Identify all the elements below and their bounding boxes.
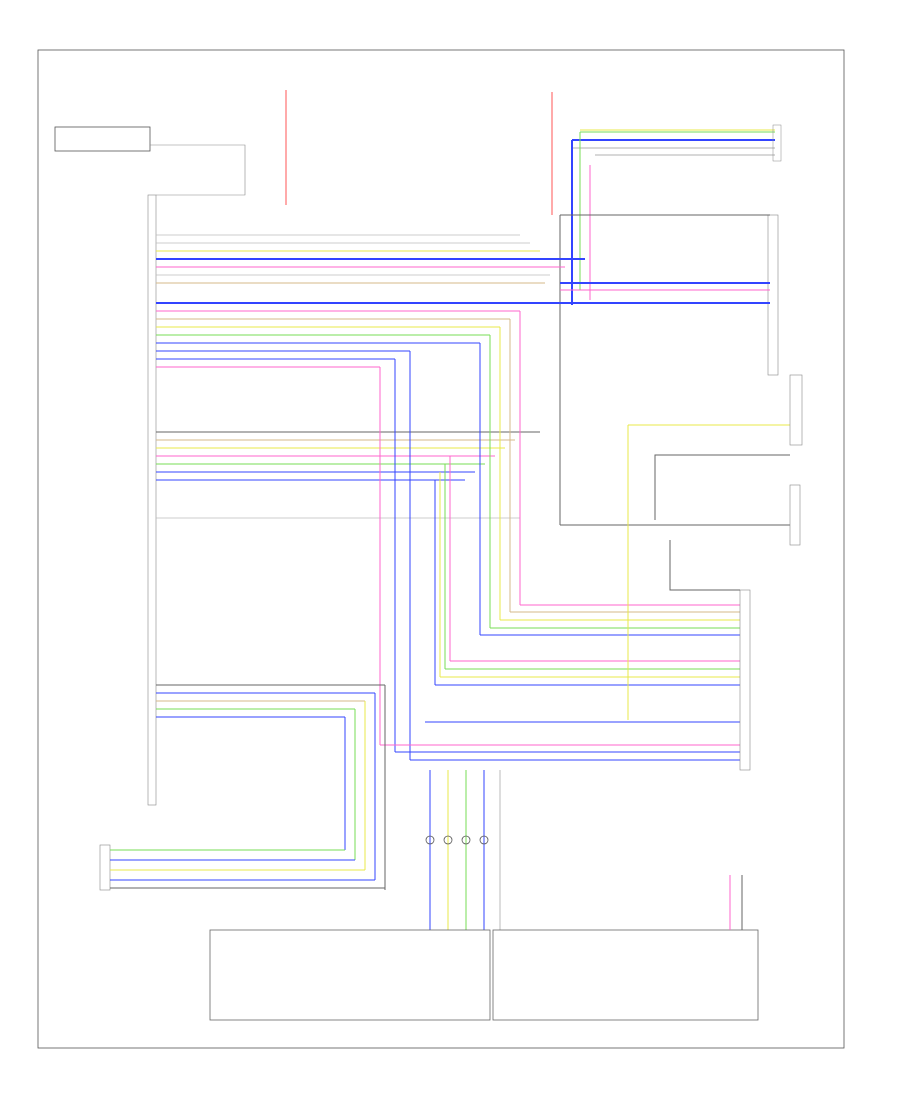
switch-box-right <box>492 929 759 1021</box>
top-left-component <box>54 126 151 152</box>
main-module-box <box>147 194 157 806</box>
lower-left-module-wires <box>110 849 385 889</box>
mid-right-module-top <box>789 374 803 446</box>
lower-right-wire-group <box>380 604 740 761</box>
mid-right-wire-2 <box>669 540 740 591</box>
main-wire-bundle-1 <box>156 234 770 368</box>
switch-box-left <box>209 929 491 1021</box>
right-module-box <box>767 214 779 376</box>
mid-right-module <box>789 484 801 546</box>
mid-right-wire <box>654 454 790 520</box>
top-right-wire-group <box>571 129 775 305</box>
lower-right-module <box>739 589 751 771</box>
lower-left-module <box>99 844 111 891</box>
top-right-connector <box>772 124 782 162</box>
lower-left-wire-group <box>156 684 386 890</box>
diagram-frame <box>37 49 845 1049</box>
clockspring-connector-group <box>425 770 501 930</box>
vertical-wire-group <box>379 311 521 760</box>
wire-top-left <box>150 144 246 196</box>
main-wire-bundle-2 <box>156 431 540 519</box>
